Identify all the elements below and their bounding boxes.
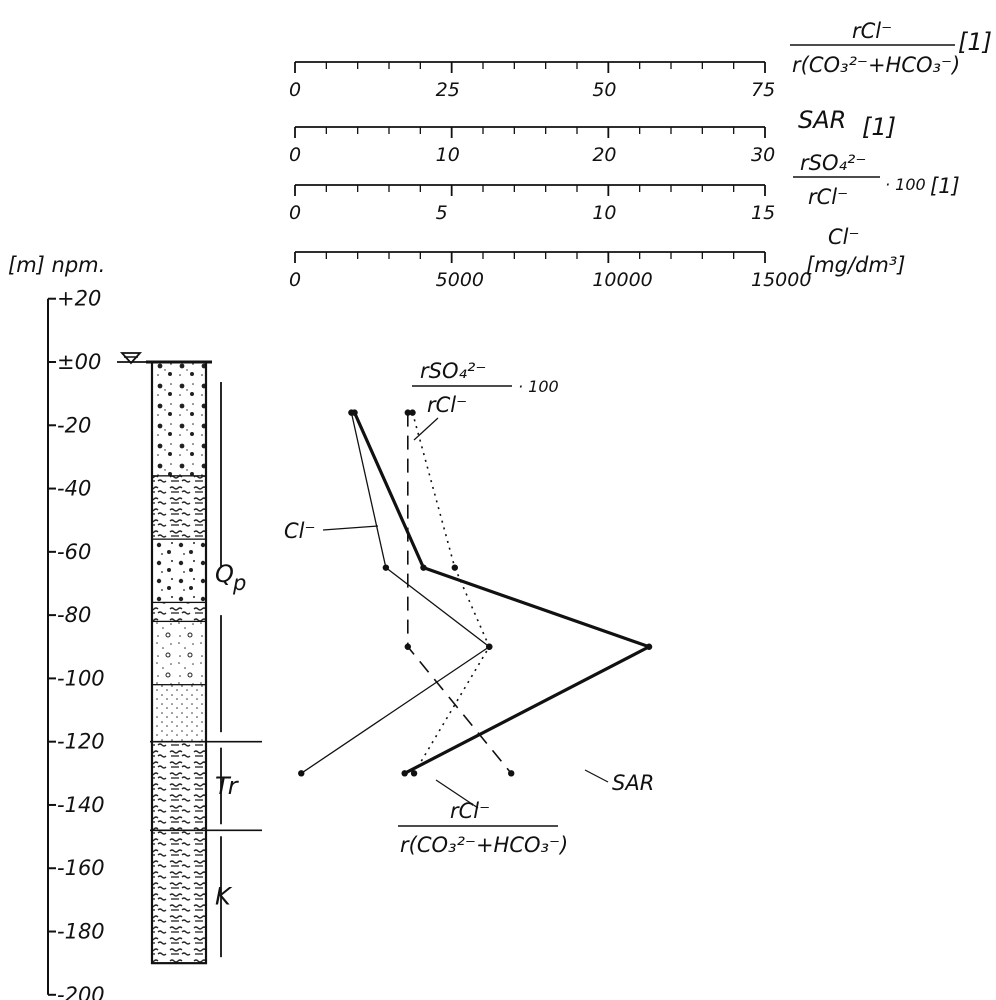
stratum-label-Q: Q: [215, 560, 234, 588]
data-point-cl: [298, 770, 305, 777]
scale-tick-label-so4: 5: [436, 202, 448, 224]
scale-tick-label-cl: 0: [289, 269, 301, 291]
lithology-layer-clay: [151, 741, 207, 964]
data-point-so4: [508, 770, 515, 777]
scale-tick-label-ratio: 75: [751, 79, 775, 101]
scale-label-ratio-numerator: rCl⁻: [852, 19, 892, 43]
scale-tick-label-sar: 30: [751, 144, 775, 166]
series-label-ratio-denominator: r(CO₃²⁻+HCO₃⁻): [400, 833, 568, 857]
lithology-layer-clay: [151, 601, 207, 623]
scale-tick-label-so4: 10: [592, 202, 616, 224]
scale-label-ratio-unit: [1]: [958, 28, 992, 56]
depth-axis: +20 ±00 -20 -40 -60 -80 -100 -120 -140 -160 -180 -2…: [47, 287, 105, 1000]
series-label-so4-leader: [413, 417, 439, 441]
series-line-cl: [300, 412, 490, 774]
series-group: [298, 409, 653, 777]
scale-label-sar: SAR: [798, 106, 846, 134]
series-line-ratio: [353, 411, 651, 775]
series-line-sar: [411, 412, 491, 774]
depth-axis-tick-label: ±00: [57, 350, 101, 374]
depth-axis-unit-label: [m] npm.: [8, 253, 105, 277]
scale-label-cl: Cl⁻: [828, 225, 860, 249]
data-point-so4: [404, 409, 411, 416]
water-level-icon: [117, 352, 148, 365]
data-point-ratio: [645, 643, 653, 650]
depth-axis-tick-label: -100: [57, 666, 105, 690]
borehole-column: [146, 360, 212, 965]
top-scales: [294, 61, 766, 263]
depth-axis-tick-label: -120: [57, 730, 105, 754]
scale-label-so4-numerator: rSO₄²⁻: [800, 151, 866, 175]
scale-tick-label-cl: 5000: [436, 269, 484, 291]
depth-axis-tick-label: -20: [57, 413, 91, 437]
data-point-sar: [486, 643, 493, 650]
scale-label-cl-unit: [mg/dm³]: [806, 253, 905, 277]
depth-axis-tick-label: -200: [57, 983, 105, 1000]
scale-label-ratio-denominator: r(CO₃²⁻+HCO₃⁻): [792, 53, 960, 77]
stratum-label-subscript: p: [232, 571, 246, 595]
series-label-cl: Cl⁻: [284, 519, 316, 543]
series-label-cl-leader: [322, 525, 379, 531]
scale-tick-label-cl: 15000: [751, 269, 811, 291]
lithology-layer-clay: [151, 475, 207, 540]
data-point-cl: [382, 564, 390, 571]
series-label-ratio-leader: [435, 779, 479, 809]
depth-axis-tick-label: +20: [57, 287, 101, 311]
scale-tick-label-sar: 0: [289, 144, 301, 166]
depth-axis-tick-label: -140: [57, 793, 105, 817]
stratum-label-Tr: Tr: [215, 772, 240, 800]
stratum-label-K: K: [215, 883, 233, 911]
data-point-so4: [404, 643, 411, 650]
lithology-layer-gravel-sand: [151, 361, 207, 477]
scale-tick-label-cl: 10000: [592, 269, 652, 291]
data-point-ratio: [420, 564, 427, 571]
depth-axis-tick-label: -60: [57, 540, 91, 564]
lithology-layer-sand: [151, 684, 207, 743]
data-point-sar: [451, 564, 458, 571]
scale-tick-label-ratio: 0: [289, 79, 301, 101]
scale-label-so4-multiplier: · 100: [885, 175, 926, 194]
series-label-so4-multiplier: · 100: [518, 377, 559, 396]
scale-tick-label-ratio: 25: [436, 79, 460, 101]
scale-tick-label-sar: 10: [436, 144, 460, 166]
scale-label-so4-unit: [1]: [930, 174, 960, 198]
data-point-sar: [410, 770, 418, 777]
scale-tick-label-ratio: 50: [592, 79, 616, 101]
data-point-sar: [409, 409, 416, 416]
series-label-so4-numerator: rSO₄²⁻: [420, 359, 486, 383]
depth-axis-tick-label: -40: [57, 477, 91, 501]
series-label-so4-denominator: rCl⁻: [427, 393, 467, 417]
depth-axis-tick-label: -160: [57, 856, 105, 880]
scale-label-sar-unit: [1]: [862, 113, 896, 141]
depth-axis-tick-label: -180: [57, 920, 105, 944]
data-point-ratio: [351, 409, 358, 416]
scale-tick-label-sar: 20: [592, 144, 616, 166]
depth-axis-tick-label: -80: [57, 603, 91, 627]
scale-tick-label-so4: 15: [751, 202, 775, 224]
scale-tick-label-so4: 0: [289, 202, 301, 224]
lithology-layer-gravel: [151, 538, 207, 604]
series-label-sar-leader: [584, 769, 609, 783]
data-point-ratio: [401, 770, 408, 777]
lithology-layer-sand-gravel: [151, 620, 207, 686]
series-labels: Cl⁻ rSO₄²⁻ rCl⁻ · 100 SAR rCl⁻ r(CO₃²⁻+H…: [284, 359, 654, 857]
scale-label-so4-denominator: rCl⁻: [808, 185, 848, 209]
series-label-sar: SAR: [612, 771, 654, 795]
top-scale-labels: 0 25 50 75 0 10 20 30 0 5 10 15 0 5000 10000 15000 rCl⁻ r…: [289, 19, 992, 291]
